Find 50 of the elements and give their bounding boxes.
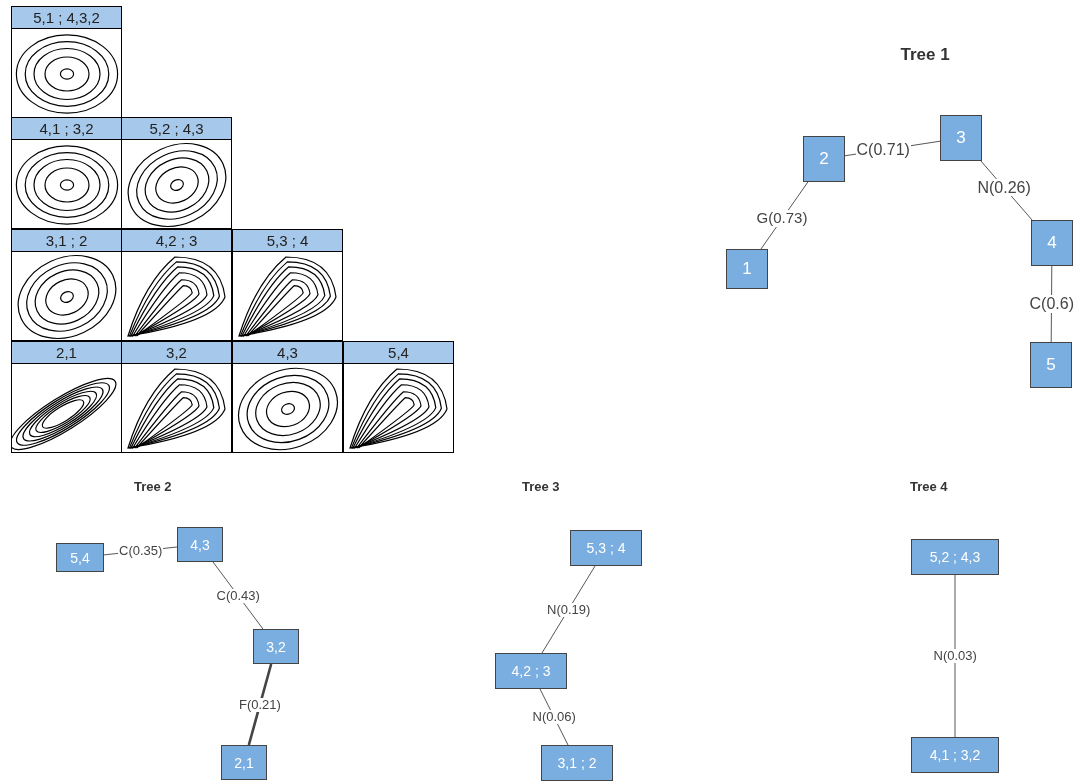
panel-header: 5,3 ; 4 (233, 230, 342, 252)
tree-node-box: 3 (940, 115, 982, 161)
tree-node-box: 3,1 ; 2 (541, 745, 613, 781)
panel-header: 5,4 (344, 342, 453, 364)
tree-title: Tree 1 (900, 45, 950, 65)
panel-header: 4,2 ; 3 (122, 230, 231, 252)
edge-label: N(0.06) (531, 710, 577, 725)
edge-label: C(0.35) (118, 543, 164, 559)
contour-panel (121, 117, 232, 229)
edge-label: N(0.19) (546, 602, 592, 617)
edge-label: C(0.71) (855, 140, 911, 159)
panel-header: 4,1 ; 3,2 (12, 118, 121, 140)
tree-node-box: 2 (803, 136, 845, 182)
tree-node-box: 2,1 (221, 745, 267, 780)
connector-line (247, 663, 273, 746)
tree-node-box: 3,2 (253, 629, 299, 664)
contour-panel (11, 6, 122, 118)
panel-header: 3,1 ; 2 (12, 230, 121, 252)
tree-node-box: 5 (1030, 342, 1072, 388)
contour-panel (343, 341, 454, 453)
edge-label: C(0.6) (1028, 295, 1075, 313)
contour-panel (232, 341, 343, 453)
contour-panel (121, 341, 232, 453)
tree-node-box: 4,1 ; 3,2 (911, 737, 999, 773)
edge-label: N(0.26) (976, 178, 1032, 197)
panel-header: 5,2 ; 4,3 (122, 118, 231, 140)
tree-title: Tree 2 (134, 478, 172, 494)
tree-node-box: 4,3 (177, 527, 223, 562)
contour-panel (11, 117, 122, 229)
tree-node-box: 5,4 (56, 543, 104, 572)
edge-label: G(0.73) (755, 210, 809, 227)
contour-panel (121, 229, 232, 341)
tree-node-box: 5,2 ; 4,3 (911, 539, 999, 575)
edge-label: F(0.21) (238, 697, 282, 712)
tree-node-box: 4,2 ; 3 (495, 653, 567, 689)
contour-panel (11, 229, 122, 341)
panel-header: 4,3 (233, 342, 342, 364)
edge-label: C(0.43) (215, 588, 261, 603)
tree-node-box: 4 (1031, 220, 1073, 266)
contour-panel (232, 229, 343, 341)
edge-label: N(0.03) (932, 649, 978, 664)
panel-header: 5,1 ; 4,3,2 (12, 7, 121, 29)
panel-header: 3,2 (122, 342, 231, 364)
contour-panel (11, 341, 122, 453)
tree-title: Tree 4 (910, 478, 948, 494)
panel-header: 2,1 (12, 342, 121, 364)
tree-node-box: 5,3 ; 4 (570, 530, 642, 566)
tree-title: Tree 3 (522, 478, 560, 494)
tree-node-box: 1 (726, 249, 768, 289)
connector-line (954, 574, 956, 738)
